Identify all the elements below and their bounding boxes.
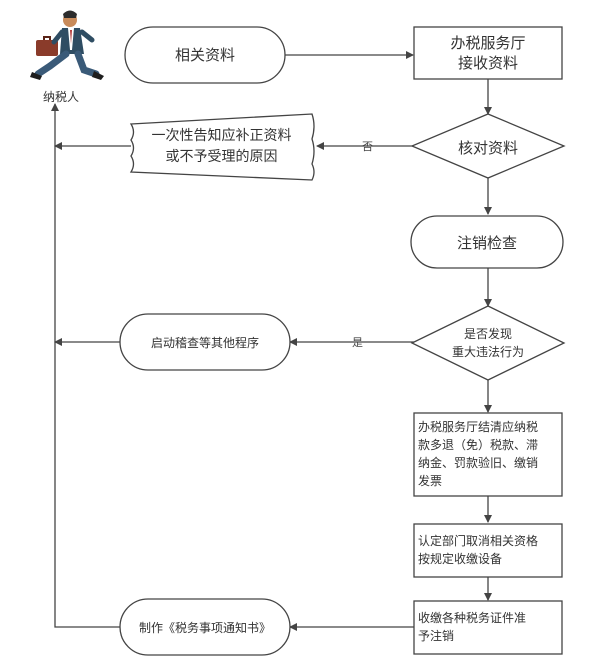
node-materials-shape: [124, 26, 286, 84]
connectors: [51, 51, 492, 631]
edge-label-no: 否: [362, 140, 373, 153]
node-audit-text: 启动稽查等其他程序: [150, 336, 259, 350]
node-collect-line-1: 收缴各种税务证件准: [418, 611, 527, 625]
node-certify-line-1: 认定部门取消相关资格: [418, 534, 539, 548]
node-verify-text: 核对资料: [457, 139, 518, 157]
edge-label-yes: 是: [352, 336, 363, 349]
taxpayer-label: 纳税人: [42, 90, 79, 104]
node-settle-line-1: 办税服务厅结清应纳税: [418, 420, 539, 434]
node-audit-shape: [119, 313, 291, 371]
node-notify-line-2: 或不予受理的原因: [165, 149, 278, 165]
node-shapes: [119, 26, 566, 656]
node-certify-line-2: 按规定收缴设备: [418, 552, 503, 566]
node-certify-text: 认定部门取消相关资格 按规定收缴设备: [418, 532, 560, 568]
node-cancel-check-shape: [410, 215, 564, 269]
node-hall-receive-shape: [413, 26, 563, 80]
node-settle-line-2: 款多退（免）税款、滞: [418, 438, 539, 452]
node-violation-text: 是否发现 重大违法行为: [412, 325, 564, 361]
node-violation-shape: [410, 305, 566, 381]
running-person-icon: [30, 10, 104, 80]
node-certify-shape: [413, 523, 563, 578]
edge-notice-to-taxpayer: [51, 103, 120, 628]
node-settle-line-3: 纳金、罚款验旧、缴销: [418, 456, 539, 470]
node-collect-shape: [413, 600, 563, 655]
node-verify-shape: [410, 113, 566, 179]
node-violation-line-2: 重大违法行为: [451, 345, 524, 359]
node-collect-text: 收缴各种税务证件准 予注销: [418, 609, 560, 645]
node-hall-receive-line-1: 办税服务厅: [450, 34, 526, 52]
node-settle-line-4: 发票: [418, 474, 443, 488]
node-cancel-check-text: 注销检查: [456, 234, 517, 252]
node-collect-line-2: 予注销: [418, 629, 455, 643]
node-notify-line-1: 一次性告知应补正资料: [151, 128, 292, 144]
node-hall-receive-text: 办税服务厅 接收资料: [414, 33, 562, 73]
node-materials-text: 相关资料: [174, 46, 235, 64]
node-notice-shape: [119, 598, 291, 656]
node-notify-text: 一次性告知应补正资料 或不予受理的原因: [131, 126, 312, 168]
node-notify-shape: [129, 113, 315, 181]
node-settle-text: 办税服务厅结清应纳税 款多退（免）税款、滞 纳金、罚款验旧、缴销 发票: [418, 418, 560, 490]
node-hall-receive-line-2: 接收资料: [457, 54, 518, 72]
node-settle-shape: [413, 412, 563, 497]
node-notice-text: 制作《税务事项通知书》: [138, 621, 271, 635]
node-violation-line-1: 是否发现: [463, 327, 512, 341]
